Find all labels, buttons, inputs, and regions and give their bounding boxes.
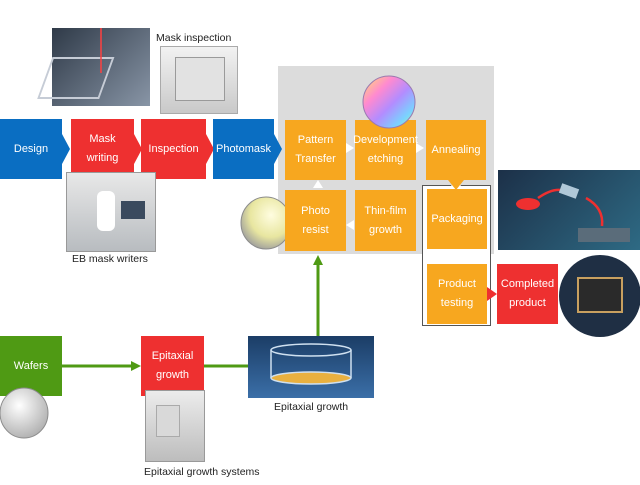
mask-pattern-icon bbox=[37, 28, 115, 99]
mask-inspection-image bbox=[37, 28, 150, 106]
packaging-chip-icon bbox=[516, 183, 630, 242]
photo-resist-text-1: Photo bbox=[301, 204, 330, 217]
development-text-2: etching bbox=[367, 153, 404, 165]
epitaxial-growth-systems-label: Epitaxial growth systems bbox=[144, 466, 260, 478]
design-text: Design bbox=[13, 142, 49, 155]
mask-writing-text-1: Mask bbox=[89, 133, 116, 145]
annealing-step: Annealing bbox=[426, 120, 486, 180]
product-testing-step: Product testing bbox=[427, 264, 487, 324]
reactor-icon bbox=[270, 343, 352, 385]
completed-text-1: Completed bbox=[500, 278, 555, 290]
inspection-text: Inspection bbox=[148, 142, 199, 155]
packaging-step: Packaging bbox=[427, 189, 487, 249]
thin-film-text-1: Thin-film bbox=[364, 204, 407, 217]
arrow-testing-completed bbox=[487, 287, 497, 301]
design-step: Design bbox=[0, 119, 62, 179]
arrow-annealing-packaging bbox=[448, 180, 464, 190]
thin-film-step: Thin-film growth bbox=[355, 190, 416, 251]
annealing-text: Annealing bbox=[431, 143, 481, 156]
inspection-step: Inspection bbox=[141, 119, 206, 179]
wafers-text: Wafers bbox=[13, 359, 49, 372]
epitaxial-growth-step: Epitaxial growth bbox=[141, 336, 204, 396]
pattern-transfer-step: Pattern Transfer bbox=[285, 120, 346, 180]
eb-mask-writers-label: EB mask writers bbox=[72, 253, 148, 265]
wafers-step: Wafers bbox=[0, 336, 62, 396]
photomask-step: Photomask bbox=[213, 119, 274, 179]
thin-film-text-2: growth bbox=[368, 223, 403, 236]
epitaxial-growth-caption: Epitaxial growth bbox=[274, 401, 349, 413]
mask-inspection-label: Mask inspection bbox=[156, 32, 232, 44]
development-text-1: Development bbox=[353, 134, 418, 146]
photo-resist-step: Photo resist bbox=[285, 190, 346, 251]
eb-mask-writer-image bbox=[66, 172, 156, 252]
epitaxial-text-2: growth bbox=[155, 369, 190, 381]
panel-arrows bbox=[313, 143, 461, 266]
epitaxial-text-1: Epitaxial bbox=[151, 350, 194, 362]
photomask-text: Photomask bbox=[215, 142, 272, 155]
mask-writing-step: Mask writing bbox=[71, 119, 134, 179]
packaging-text: Packaging bbox=[431, 212, 483, 225]
packaging-image bbox=[498, 170, 640, 250]
photo-resist-text-2: resist bbox=[302, 223, 329, 236]
mask-writing-text-2: writing bbox=[86, 152, 119, 164]
product-testing-text-2: testing bbox=[440, 297, 474, 309]
pattern-transfer-text-1: Pattern bbox=[297, 134, 334, 146]
inspection-machine-image bbox=[160, 46, 238, 114]
completed-text-2: product bbox=[509, 297, 546, 309]
completed-product-step: Completed product bbox=[497, 264, 558, 324]
product-testing-text-1: Product bbox=[438, 278, 476, 290]
epitaxial-diagram-image bbox=[248, 336, 374, 398]
development-etching-step: Development etching bbox=[353, 120, 418, 180]
pattern-transfer-text-2: Transfer bbox=[295, 153, 336, 165]
epitaxial-system-image bbox=[145, 390, 205, 462]
